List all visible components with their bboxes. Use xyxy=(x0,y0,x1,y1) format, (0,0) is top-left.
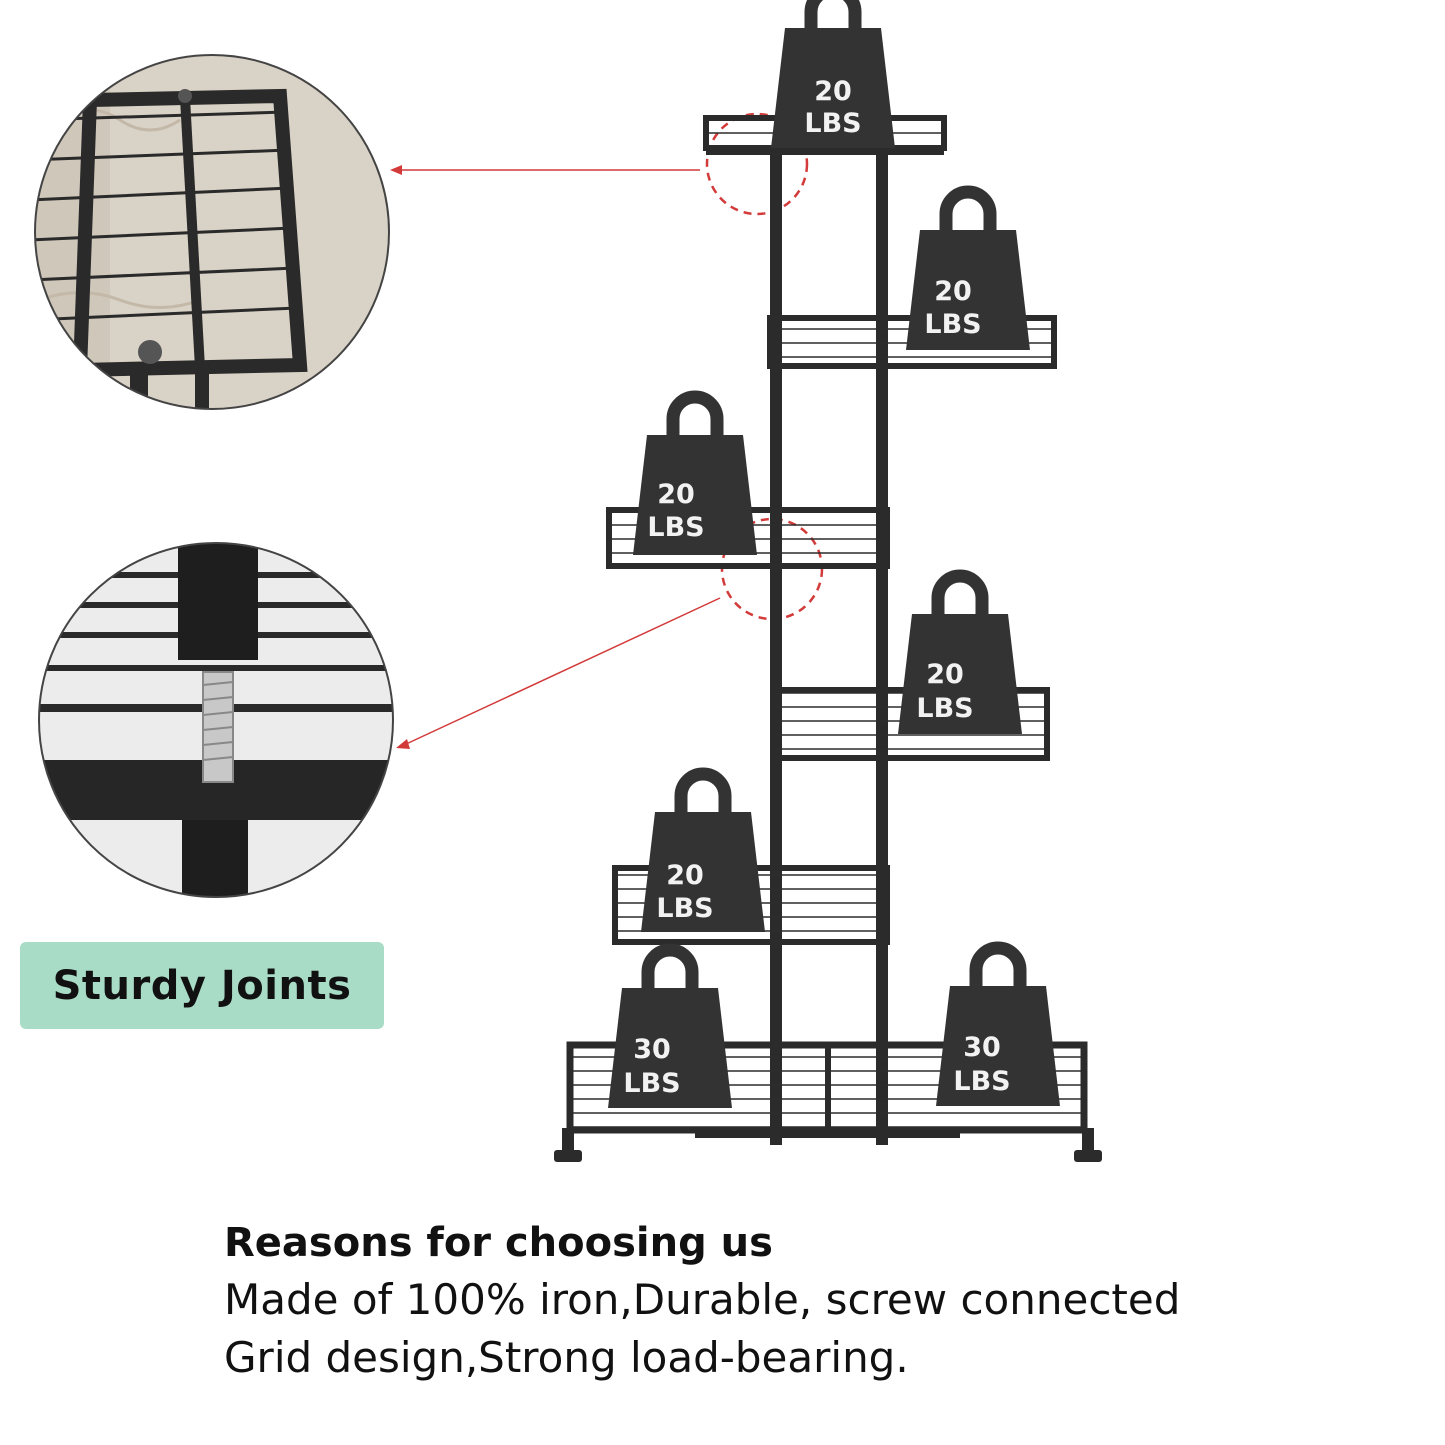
badge-label: Sturdy Joints xyxy=(52,962,352,1009)
reasons-line-1: Made of 100% iron,Durable, screw connect… xyxy=(224,1275,1181,1324)
weight-unit: LBS xyxy=(953,1066,1010,1097)
weight-unit: LBS xyxy=(647,512,704,543)
weight-number: 30 xyxy=(633,1034,671,1065)
weight-bottom-left: 30 LBS xyxy=(608,950,732,1108)
weight-unit: LBS xyxy=(656,893,713,924)
weight-shelf-4: 20 LBS xyxy=(898,576,1022,734)
weight-unit: LBS xyxy=(916,693,973,724)
reasons-block: Reasons for choosing us Made of 100% iro… xyxy=(224,1215,1180,1387)
weight-number: 20 xyxy=(934,276,972,307)
weight-top: 20 LBS xyxy=(771,0,895,148)
weight-number: 30 xyxy=(963,1032,1001,1063)
weight-shelf-5: 20 LBS xyxy=(641,774,765,932)
weight-unit: LBS xyxy=(804,108,861,139)
weight-unit: LBS xyxy=(924,309,981,340)
reasons-heading: Reasons for choosing us xyxy=(224,1220,773,1266)
weight-number: 20 xyxy=(926,659,964,690)
weight-number: 20 xyxy=(814,76,852,107)
weight-bottom-right: 30 LBS xyxy=(936,948,1060,1106)
sturdy-joints-badge: Sturdy Joints xyxy=(20,942,384,1029)
callout-lines xyxy=(390,112,824,749)
screw-joint-closeup xyxy=(38,542,394,898)
weight-number: 20 xyxy=(657,479,695,510)
weight-number: 20 xyxy=(666,860,704,891)
shelf-corner-closeup xyxy=(34,54,390,410)
weight-unit: LBS xyxy=(623,1068,680,1099)
weight-shelf-3: 20 LBS xyxy=(633,397,757,555)
reasons-line-2: Grid design,Strong load-bearing. xyxy=(224,1333,909,1382)
weight-shelf-2: 20 LBS xyxy=(906,192,1030,350)
